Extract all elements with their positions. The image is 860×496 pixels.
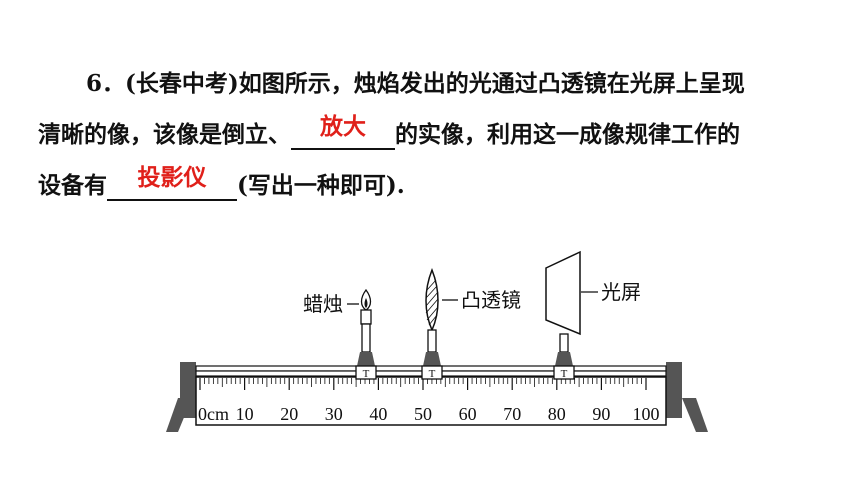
candle-label: 蜡烛 xyxy=(303,293,343,316)
ruler-tick-label: 0cm xyxy=(198,404,229,424)
question-line-2: 清晰的像，该像是倒立、 放大 的实像，利用这一成像规律工作的 xyxy=(38,109,838,160)
ruler-tick-label: 30 xyxy=(325,404,343,424)
question-line2-before: 清晰的像，该像是倒立、 xyxy=(38,121,291,148)
candle-body xyxy=(360,309,372,325)
screen-post xyxy=(559,333,569,353)
candle-holder xyxy=(357,352,375,366)
ruler-tick-label: 50 xyxy=(414,404,432,424)
lens-holder xyxy=(423,352,441,366)
convex-lens: T 凸透镜 xyxy=(421,267,521,380)
question-text: 6．(长春中考)如图所示，烛焰发出的光通过凸透镜在光屏上呈现 清晰的像，该像是倒… xyxy=(38,58,838,211)
answer-blank-2: 投影仪 xyxy=(107,165,237,201)
ruler-tick-label: 90 xyxy=(592,404,610,424)
answer-1: 放大 xyxy=(320,113,366,140)
question-source: (长春中考) xyxy=(125,70,239,97)
lens-label: 凸透镜 xyxy=(461,289,521,312)
question-line3-before: 设备有 xyxy=(38,172,107,199)
screen-slider xyxy=(553,365,575,380)
question-line-3: 设备有 投影仪 (写出一种即可). xyxy=(38,160,838,211)
ruler-tick-label: 60 xyxy=(459,404,477,424)
light-screen: T 光屏 xyxy=(545,250,641,380)
ruler-ticks xyxy=(199,378,647,390)
candle-slider xyxy=(355,365,377,380)
candle-flame-core xyxy=(364,298,368,308)
lens-post xyxy=(427,329,437,353)
ruler-tick-label: 10 xyxy=(236,404,254,424)
question-line3-after: (写出一种即可). xyxy=(237,172,405,199)
question-line2-after: 的实像，利用这一成像规律工作的 xyxy=(395,121,740,148)
candle: T 蜡烛 xyxy=(303,288,377,380)
screen-panel xyxy=(545,250,581,336)
lens-hatching xyxy=(425,279,439,326)
left-support xyxy=(166,362,196,432)
svg-text:T: T xyxy=(429,368,436,380)
ruler-tick-label: 100 xyxy=(633,404,660,424)
ruler-tick-label: 40 xyxy=(369,404,387,424)
ruler-body xyxy=(195,376,667,426)
screen-label: 光屏 xyxy=(601,281,641,304)
right-support xyxy=(666,362,708,432)
ruler-tick-label: 20 xyxy=(280,404,298,424)
svg-text:T: T xyxy=(363,368,370,380)
question-line-1: 6．(长春中考)如图所示，烛焰发出的光通过凸透镜在光屏上呈现 xyxy=(86,70,745,97)
screen-holder xyxy=(555,352,573,366)
answer-2: 投影仪 xyxy=(137,164,207,191)
question-number: 6 xyxy=(86,70,103,97)
svg-text:T: T xyxy=(561,368,568,380)
answer-blank-1: 放大 xyxy=(291,114,395,150)
ruler-labels: 0cm 10 20 30 40 50 60 70 80 90 100 xyxy=(198,404,660,424)
question-line1-text: 如图所示，烛焰发出的光通过凸透镜在光屏上呈现 xyxy=(238,70,745,97)
ruler-tick-label: 80 xyxy=(548,404,566,424)
lens-slider xyxy=(421,365,443,380)
candle-post xyxy=(361,323,371,353)
ruler-tick-label: 70 xyxy=(503,404,521,424)
